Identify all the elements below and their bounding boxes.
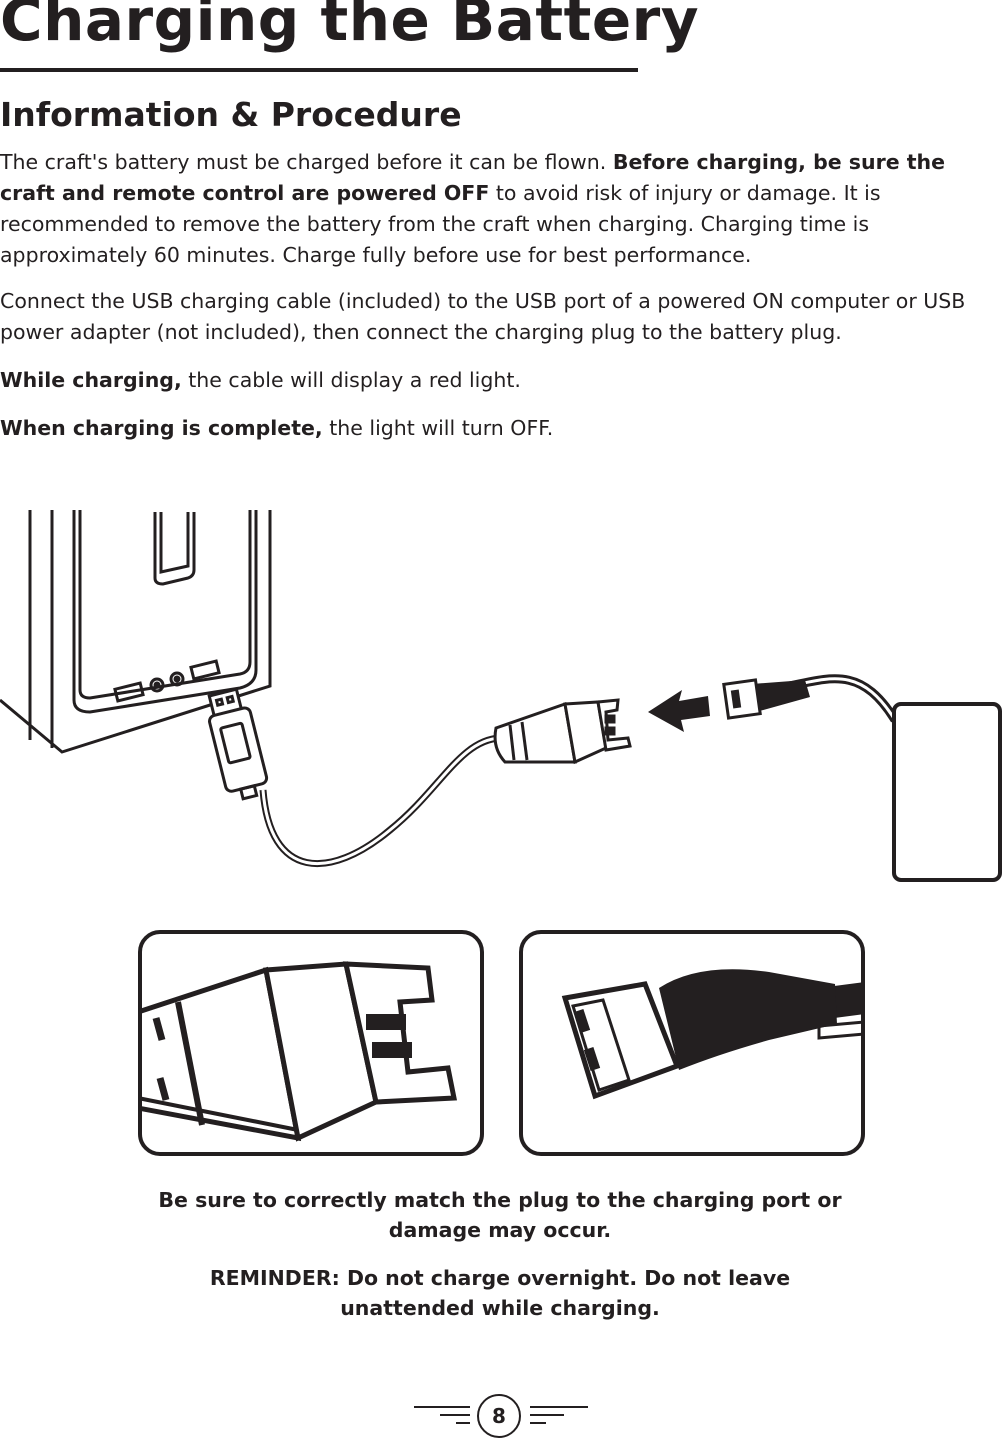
charging-complete-text: the light will turn OFF. bbox=[322, 416, 554, 440]
connect-paragraph: Connect the USB charging cable (included… bbox=[0, 289, 966, 344]
while-charging-text: the cable will display a red light. bbox=[181, 368, 521, 392]
intro-paragraph: The craft's battery must be charged befo… bbox=[0, 147, 980, 271]
footer-rule-left-tick bbox=[456, 1422, 470, 1424]
intro-text-2: to avoid risk of injury or damage. It is… bbox=[0, 181, 881, 267]
direction-arrow-icon bbox=[648, 690, 710, 732]
charging-plug-icon bbox=[493, 698, 632, 765]
battery-plug-icon bbox=[722, 674, 899, 723]
footer-rule-left-long bbox=[414, 1406, 470, 1408]
charging-illustration bbox=[0, 510, 1002, 882]
while-charging-label: While charging, bbox=[0, 368, 182, 392]
charging-plug-closeup bbox=[138, 930, 484, 1156]
usb-power-adapter-icon bbox=[0, 510, 272, 754]
section-heading: Information & Procedure bbox=[0, 95, 462, 134]
battery-plug-closeup-icon bbox=[561, 969, 863, 1100]
page-title: Charging the Battery bbox=[0, 0, 700, 54]
charging-complete-paragraph: When charging is complete, the light wil… bbox=[0, 413, 980, 444]
footer-rule-left-short bbox=[440, 1414, 470, 1416]
charging-complete-label: When charging is complete, bbox=[0, 416, 323, 440]
battery-plug-closeup bbox=[519, 930, 865, 1156]
charging-reminder: REMINDER: Do not charge overnight. Do no… bbox=[209, 1266, 791, 1320]
footer-rule-right-tick bbox=[530, 1422, 546, 1424]
title-underline bbox=[0, 68, 638, 72]
footer-rule-right-long bbox=[530, 1406, 588, 1408]
footer-rule-right-short bbox=[530, 1414, 564, 1416]
intro-text-1: The craft's battery must be charged befo… bbox=[0, 150, 613, 174]
page-number: 8 bbox=[477, 1394, 521, 1438]
plug-match-warning: Be sure to correctly match the plug to t… bbox=[158, 1188, 842, 1242]
power-off-warning: Before charging, be sure the craft and r… bbox=[0, 150, 946, 205]
while-charging-paragraph: While charging, the cable will display a… bbox=[0, 365, 980, 396]
charging-plug-closeup-icon bbox=[140, 961, 458, 1142]
usb-charging-cable-icon bbox=[207, 687, 501, 868]
battery-icon bbox=[892, 702, 1002, 882]
